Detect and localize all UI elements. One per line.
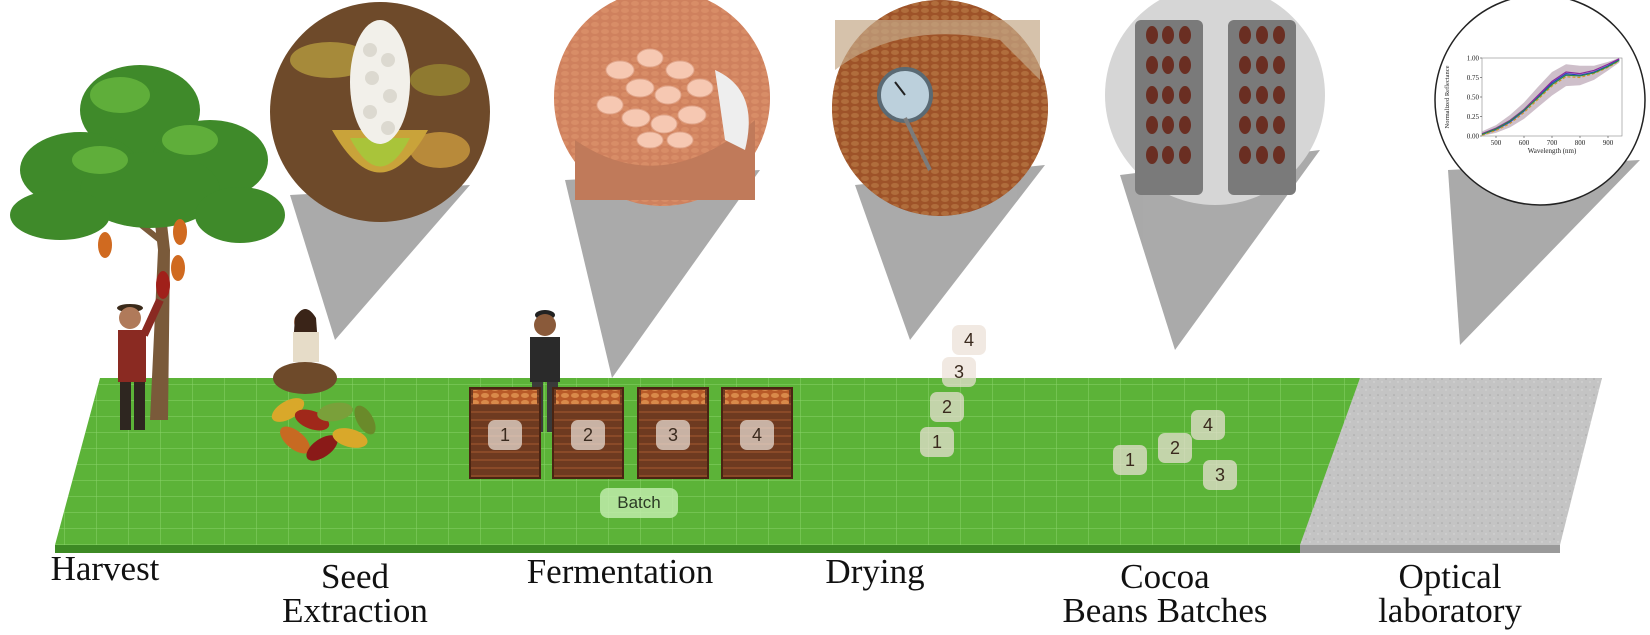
fermented-beans-photo <box>554 0 770 206</box>
chart-x-tick-label: 600 <box>1519 139 1530 147</box>
drying-tray-number: 4 <box>952 325 986 355</box>
stage-label-optical-laboratory: Optical laboratory <box>1360 557 1540 630</box>
chart-series-line <box>1481 58 1620 135</box>
chart-series-line <box>1481 60 1620 136</box>
chart-x-tick-label: 800 <box>1575 139 1586 147</box>
cocoa-pod-pile <box>271 398 376 461</box>
stage-label-line: Harvest <box>50 549 160 588</box>
sack-number: 2 <box>1158 433 1192 463</box>
stage-label-line: Extraction <box>282 591 428 630</box>
chart-y-tick-label: 0.25 <box>1467 113 1480 121</box>
chart-series-line <box>1481 59 1620 136</box>
stage-label-line: Beans Batches <box>1062 591 1268 630</box>
fermentation-box-number: 1 <box>488 420 522 450</box>
stage-label-line: Fermentation <box>526 552 714 591</box>
chart-y-tick-label: 0.00 <box>1467 133 1480 141</box>
cacao-tree <box>10 65 285 420</box>
stage-label-harvest: Harvest <box>30 549 180 588</box>
cocoa-pod-photo <box>270 2 490 222</box>
stage-label-fermentation: Fermentation <box>500 552 740 591</box>
chart-y-axis-label: Normalized Reflectance <box>1444 65 1451 128</box>
stage-label-line: Seed <box>320 557 390 596</box>
drying-tray-number: 3 <box>942 357 976 387</box>
stage-label-seed-extraction: Seed Extraction <box>255 557 455 630</box>
stage-label-line: Cocoa <box>1120 557 1210 596</box>
stage-label-cocoa-beans-batches: Cocoa Beans Batches <box>1055 557 1275 630</box>
chart-y-tick-label: 0.50 <box>1467 94 1480 102</box>
fermentation-box <box>552 387 624 479</box>
batch-label: Batch <box>600 488 678 518</box>
sack-number: 4 <box>1191 410 1225 440</box>
chart-x-tick-label: 700 <box>1547 139 1558 147</box>
fermentation-box-number: 4 <box>740 420 774 450</box>
stage-label-line: laboratory <box>1378 591 1522 630</box>
chart-y-tick-label: 1.00 <box>1467 55 1480 63</box>
seed-extractor-figure <box>273 309 337 394</box>
concrete-platform <box>1300 378 1602 553</box>
drying-thermometer-photo <box>832 0 1048 216</box>
sack-number: 3 <box>1203 460 1237 490</box>
stage-label-line: Drying <box>825 552 925 591</box>
fermentation-box-number: 3 <box>656 420 690 450</box>
stage-label-drying: Drying <box>800 552 950 591</box>
sack-number: 1 <box>1113 445 1147 475</box>
chart-x-tick-label: 500 <box>1491 139 1502 147</box>
chart-y-tick-label: 0.75 <box>1467 74 1480 82</box>
harvester-figure <box>117 298 164 430</box>
chart-series-line <box>1481 59 1620 135</box>
fermentation-box <box>637 387 709 479</box>
bean-sample-trays-photo <box>1105 0 1325 205</box>
stage-label-line: Optical <box>1398 557 1502 596</box>
drying-tray-number: 2 <box>930 392 964 422</box>
chart-x-axis-label: Wavelength (nm) <box>1528 147 1577 155</box>
fermentation-box-number: 2 <box>571 420 605 450</box>
chart-x-tick-label: 900 <box>1603 139 1614 147</box>
drying-tray-number: 1 <box>920 427 954 457</box>
